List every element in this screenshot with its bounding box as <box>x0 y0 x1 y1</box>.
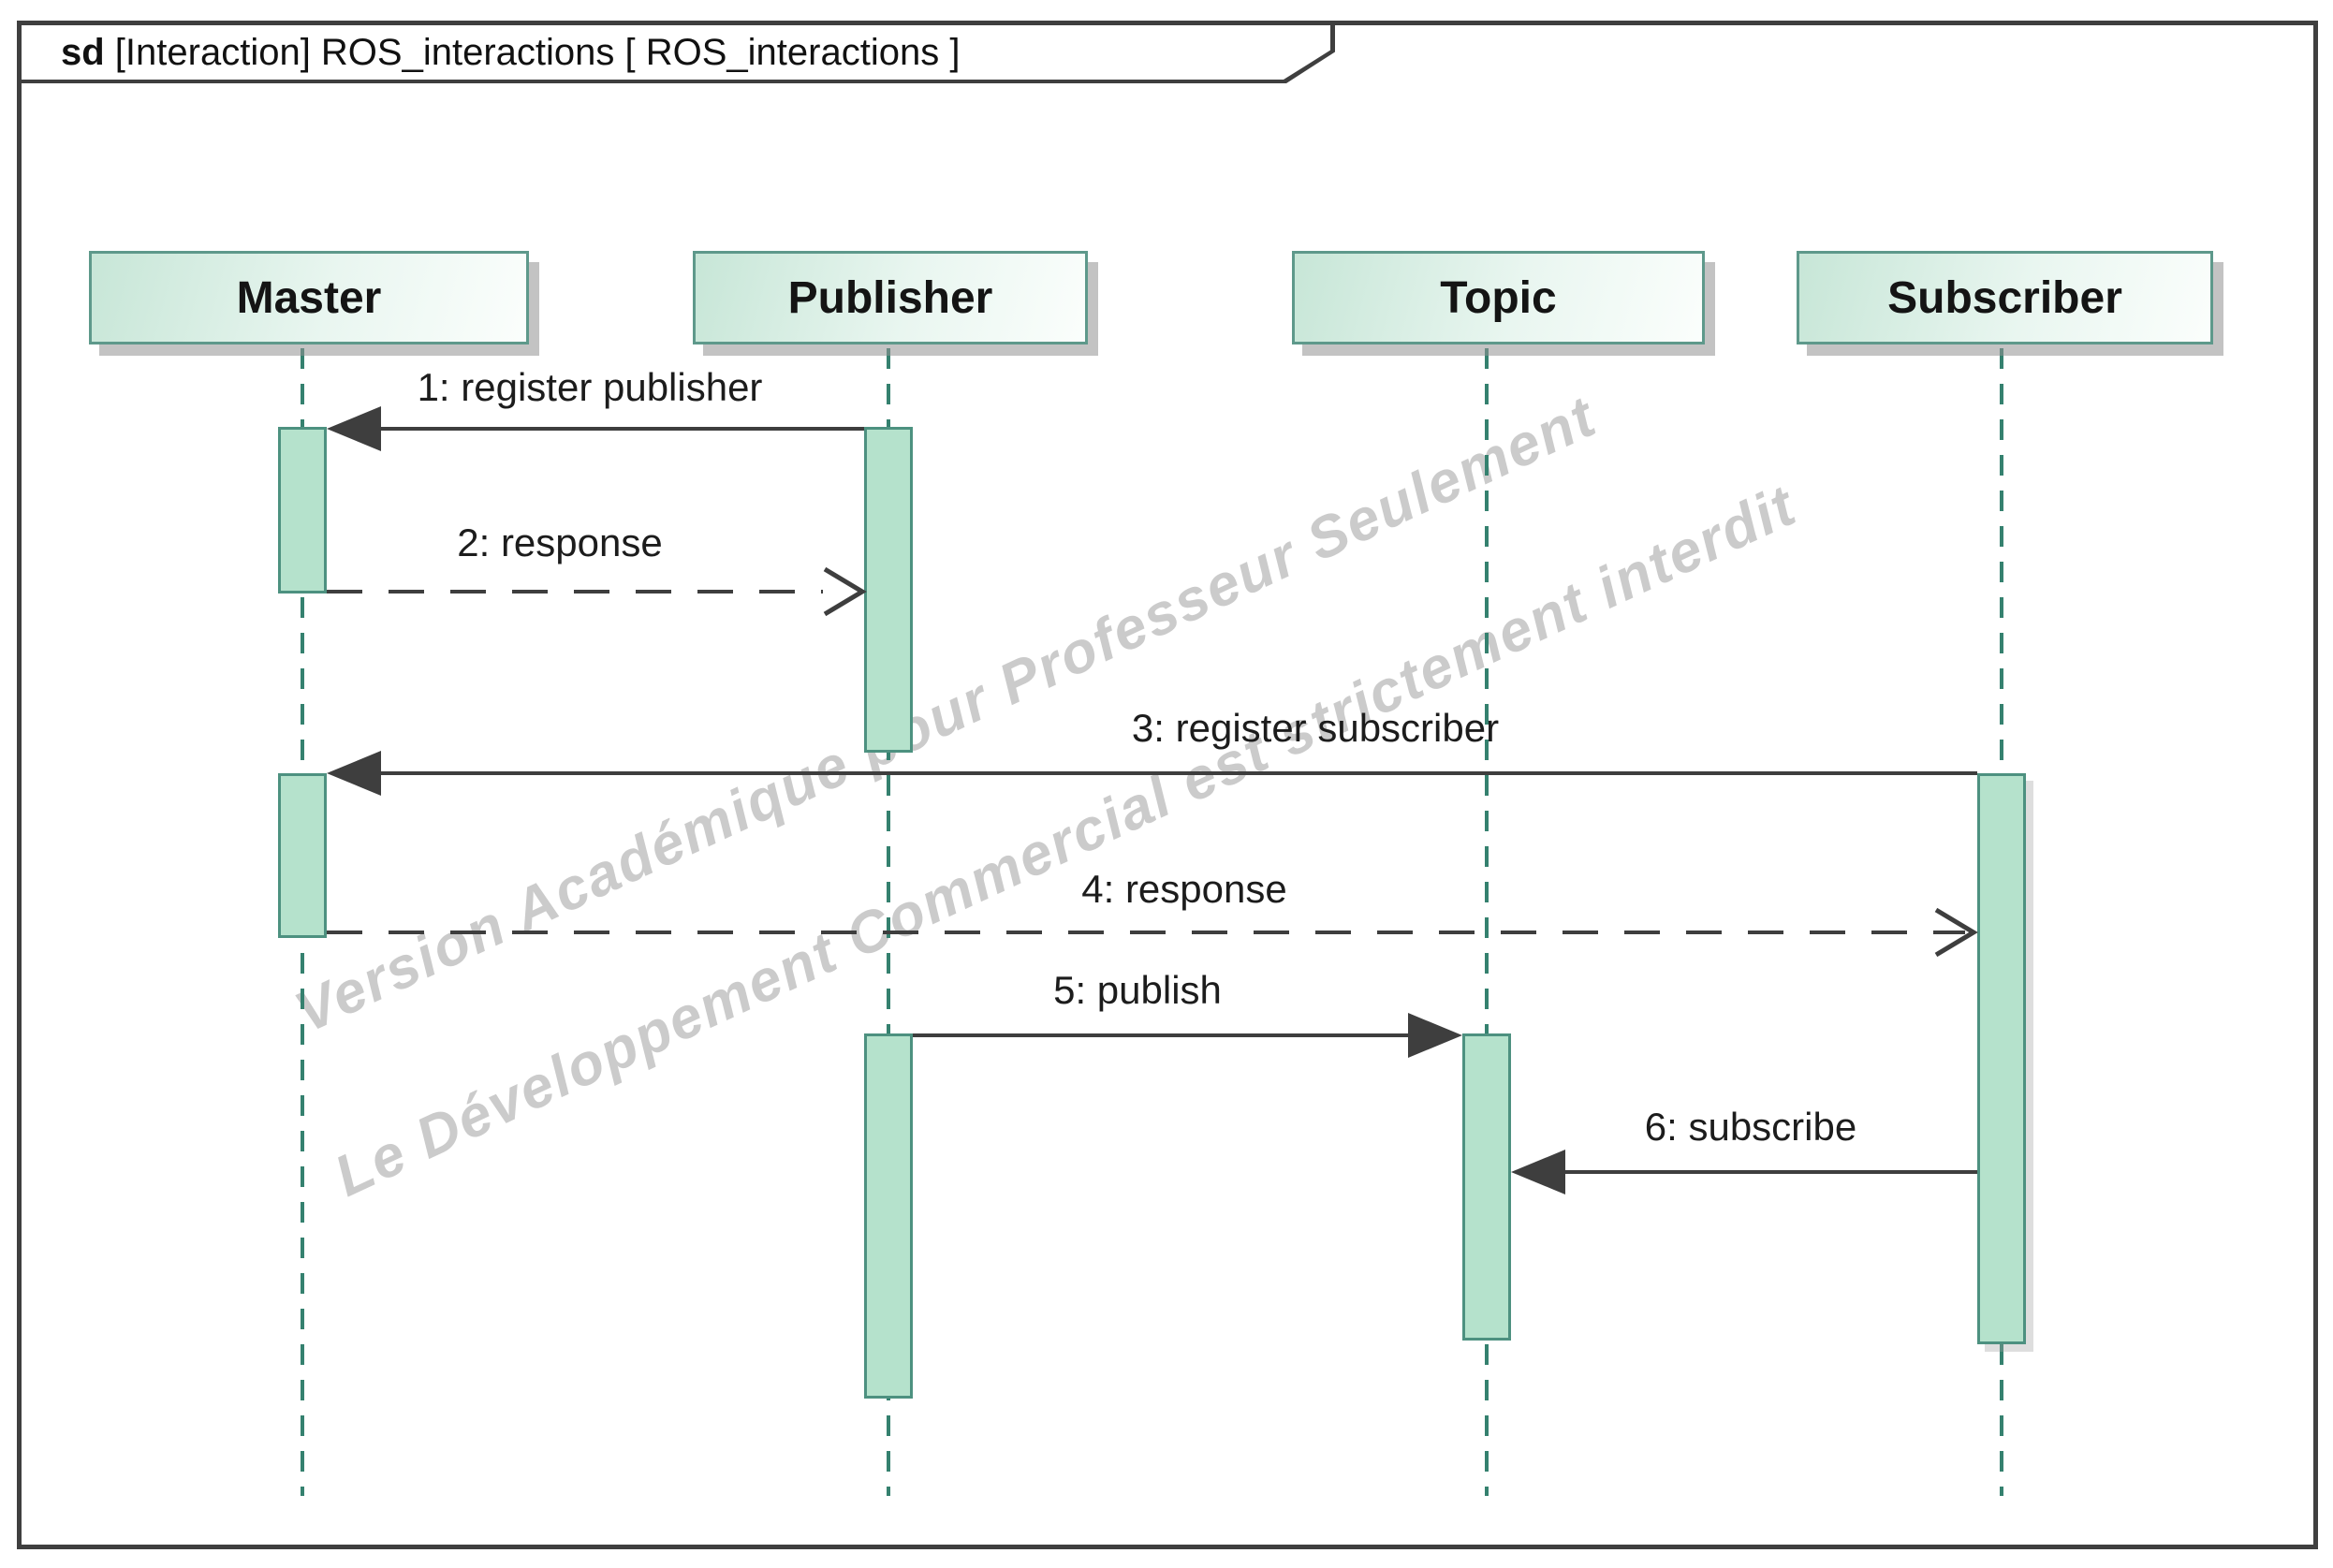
message-line-6 <box>1562 1170 1977 1174</box>
message-label-4: 4: response <box>1081 867 1287 911</box>
message-line-2 <box>327 590 823 593</box>
message-label-2: 2: response <box>457 520 663 564</box>
frame-title-rest: [Interaction] ROS_interactions [ ROS_int… <box>104 31 961 73</box>
message-line-5 <box>913 1033 1410 1037</box>
open-arrowhead-right-icon <box>1934 907 1978 958</box>
activation-bar-master-1 <box>278 427 327 593</box>
activation-bar-subscriber-1 <box>1977 773 2026 1344</box>
message-label-3: 3: register subscriber <box>1131 706 1500 750</box>
message-line-1 <box>374 427 864 431</box>
lifeline-head-publisher: Publisher <box>693 251 1088 344</box>
lifeline-head-subscriber: Subscriber <box>1797 251 2213 344</box>
message-line-4 <box>327 931 1965 934</box>
frame-title-text: sd [Interaction] ROS_interactions [ ROS_… <box>22 25 1330 80</box>
filled-arrowhead-left-icon <box>327 751 381 796</box>
activation-bar-publisher-1 <box>864 427 913 753</box>
activation-bar-topic-1 <box>1462 1033 1511 1341</box>
lifeline-publisher <box>887 348 890 1496</box>
activation-bar-publisher-2 <box>864 1033 913 1399</box>
filled-arrowhead-right-icon <box>1408 1013 1462 1058</box>
lifeline-head-master: Master <box>89 251 529 344</box>
filled-arrowhead-left-icon <box>327 406 381 451</box>
open-arrowhead-right-icon <box>823 566 867 617</box>
message-line-3 <box>374 771 1977 775</box>
lifeline-head-topic: Topic <box>1292 251 1705 344</box>
activation-bar-master-2 <box>278 773 327 938</box>
message-label-5: 5: publish <box>1053 968 1222 1012</box>
frame-title-tab: sd [Interaction] ROS_interactions [ ROS_… <box>17 21 1335 83</box>
message-label-6: 6: subscribe <box>1644 1105 1857 1149</box>
lifeline-topic <box>1485 348 1489 1496</box>
frame-title-keyword: sd <box>61 31 105 73</box>
filled-arrowhead-left-icon <box>1511 1150 1565 1194</box>
message-label-1: 1: register publisher <box>417 365 763 409</box>
